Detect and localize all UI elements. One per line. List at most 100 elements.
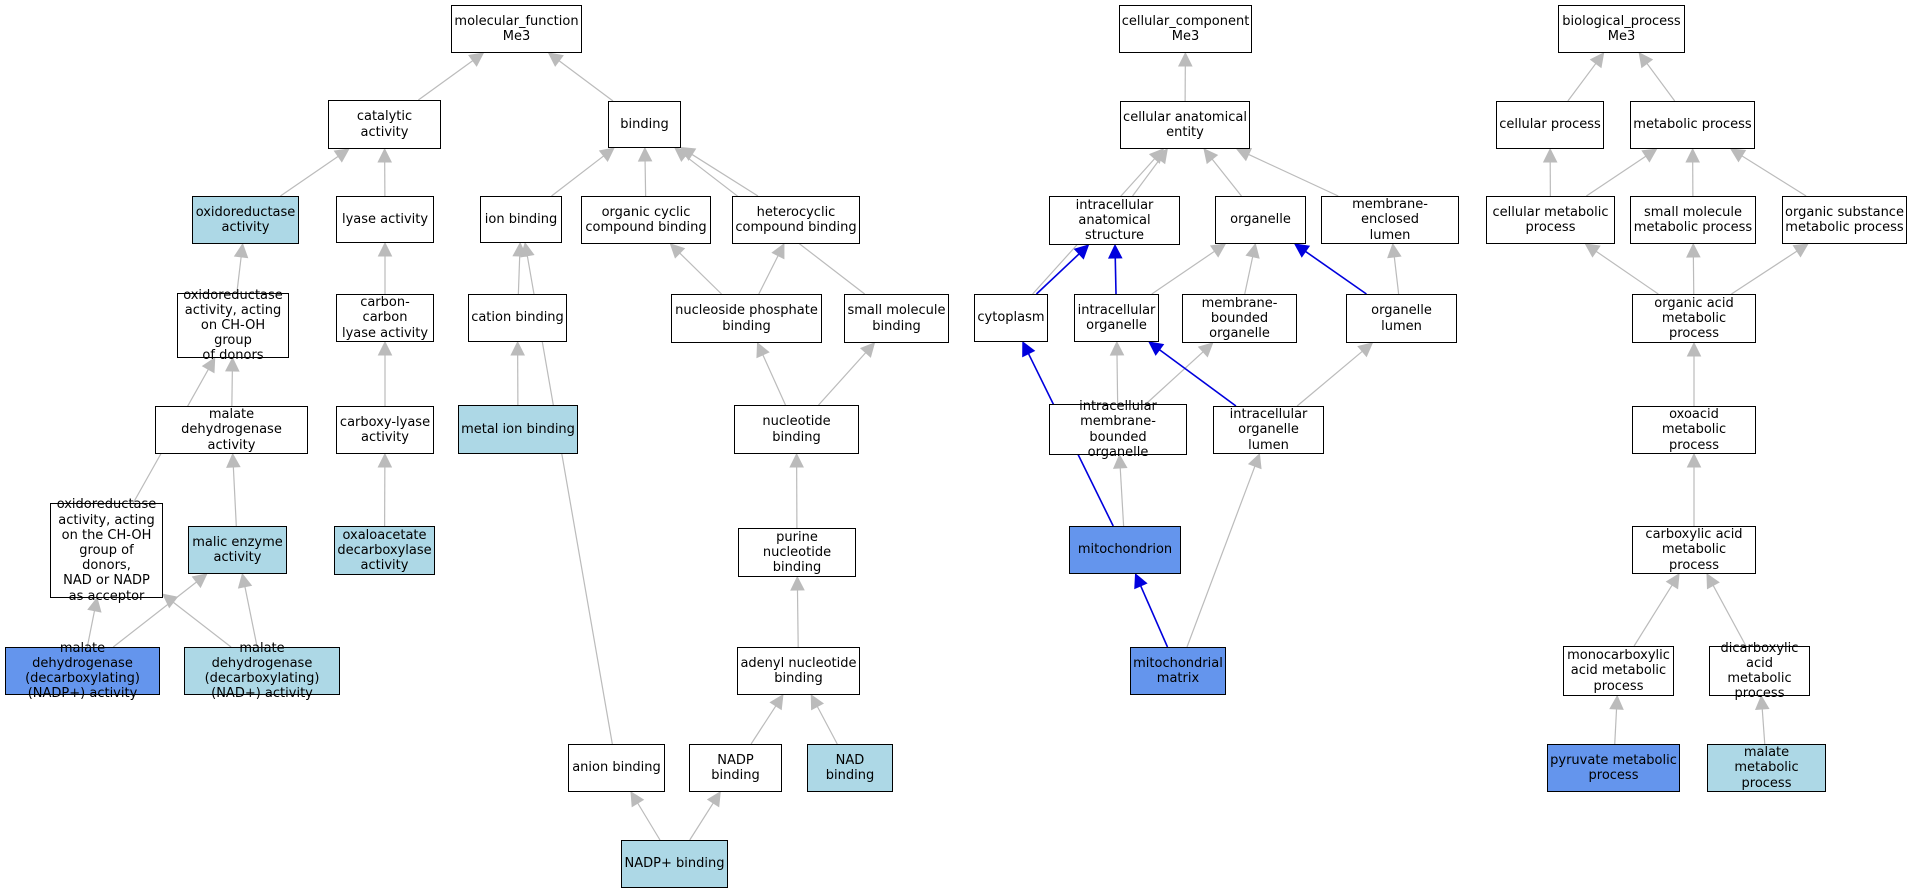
arrowhead-organelle-to-cae — [1203, 148, 1219, 165]
arrowhead-oamp-to-smmp — [1686, 242, 1701, 258]
arrowhead-nadp_binding-to-adenyl — [769, 694, 784, 711]
edge-ion_binding-to-binding — [551, 155, 605, 197]
node-small-molecule-binding: small molecule binding — [844, 294, 949, 343]
edge-nucleotide_binding-to-nucleoside_phosphate — [762, 354, 787, 406]
node-nucleoside-phosphate: nucleoside phosphate binding — [671, 294, 822, 343]
node-malate-mp: malate metabolic process — [1707, 744, 1826, 792]
arrowhead-dicarb-to-carboxylic — [1706, 573, 1720, 590]
edge-ias-to-cae — [1132, 159, 1161, 197]
arrowhead-intra_org-to-organelle — [1209, 243, 1227, 258]
edge-malic_enzyme-to-malate_dh — [232, 466, 237, 527]
arrowhead-pyruvate-to-monocarb — [1609, 694, 1624, 710]
node-intra-org: intracellular organelle — [1074, 294, 1159, 342]
edge-cmp-to-met_proc — [1586, 155, 1647, 197]
node-cc-root: cellular_component Me3 — [1119, 5, 1252, 53]
node-anion: anion binding — [568, 744, 665, 792]
node-lyase: lyase activity — [336, 196, 434, 243]
edge-malate_dh-to-ox_choh — [231, 370, 233, 407]
node-cmp: cellular metabolic process — [1486, 196, 1615, 244]
arrowhead-nucleotide_binding-to-small_molecule_binding — [859, 342, 876, 358]
node-dicarb: dicarboxylic acid metabolic process — [1709, 641, 1810, 701]
edge-md_nad-to-malic_enzyme — [244, 586, 258, 648]
node-oxidoreductase: oxidoreductase activity — [192, 196, 299, 244]
edge-binding-to-mf_root — [558, 60, 614, 102]
edge-nadp_plus-to-nadp_binding — [689, 802, 714, 841]
edge-cation_binding-to-ion_binding — [517, 255, 521, 295]
arrowhead-md_nadp-to-malic_enzyme — [191, 573, 208, 589]
arrowhead-cae-to-cc_root — [1177, 51, 1193, 67]
edge-ox_choh-to-oxidoreductase — [236, 256, 242, 294]
edge-mito_matrix-to-mito — [1139, 585, 1169, 648]
edge-oxidoreductase-to-catalytic — [280, 155, 339, 197]
edge-nadp_plus-to-anion — [637, 802, 661, 841]
node-organelle: organelle — [1215, 196, 1306, 244]
arrowhead-cell_proc-to-bp_root — [1589, 52, 1605, 69]
arrowhead-ox_nad-to-ox_choh — [201, 357, 216, 374]
edge-intra_org-to-organelle — [1151, 250, 1215, 295]
node-met-proc: metabolic process — [1630, 101, 1755, 149]
node-ion-binding: ion binding — [480, 196, 562, 243]
arrowhead-org_lumen-to-organelle — [1293, 243, 1311, 258]
arrowhead-organic_cyclic-to-binding — [637, 146, 653, 162]
edge-adenyl-to-purine — [796, 589, 799, 648]
arrowhead-metal_ion-to-cation_binding — [510, 340, 525, 356]
node-pyruvate: pyruvate metabolic process — [1547, 744, 1680, 792]
edge-iol-to-org_lumen — [1296, 350, 1363, 407]
node-cae: cellular anatomical entity — [1120, 101, 1250, 149]
node-md-nad: malate dehydrogenase (decarboxylating) (… — [184, 641, 340, 701]
node-metal-ion: metal ion binding — [458, 405, 578, 454]
arrowhead-iol-to-org_lumen — [1357, 342, 1374, 358]
edge-cytoplasm-to-ias — [1035, 253, 1080, 295]
node-adenyl: adenyl nucleotide binding — [737, 647, 860, 695]
node-iol: intracellular organelle lumen — [1213, 406, 1324, 454]
node-osmp: organic substance metabolic process — [1782, 196, 1907, 244]
edge-org_lumen-to-mel — [1393, 256, 1400, 295]
edge-malate_mp-to-dicarb — [1761, 708, 1766, 745]
node-cytoplasm: cytoplasm — [974, 294, 1048, 342]
arrowhead-cc_lyase-to-lyase — [377, 241, 393, 257]
arrowhead-md_nadp-to-ox_nad — [87, 596, 102, 613]
node-ox-choh: oxidoreductase activity, acting on CH-OH… — [177, 288, 289, 363]
node-malate-dh: malate dehydrogenase activity — [155, 406, 308, 454]
edge-imbo-to-mbo — [1145, 351, 1204, 405]
arrowhead-small_molecule_binding-to-binding — [674, 147, 691, 163]
node-oxoacid: oxoacid metabolic process — [1632, 406, 1756, 454]
arrowhead-monocarb-to-carboxylic — [1665, 573, 1680, 590]
node-ox-nad: oxidoreductase activity, acting on the C… — [50, 497, 163, 604]
edge-intra_org-to-ias — [1114, 257, 1117, 295]
edge-mel-to-cae — [1248, 153, 1339, 197]
node-mito-matrix: mitochondrial matrix — [1130, 647, 1226, 695]
arrowhead-smmp-to-met_proc — [1685, 147, 1701, 163]
arrowhead-oxoacid-to-oamp — [1686, 341, 1702, 357]
arrowhead-intra_org-to-ias — [1107, 243, 1123, 259]
edge-heterocyclic-to-binding — [691, 153, 759, 197]
node-cell-proc: cellular process — [1496, 101, 1604, 149]
node-nad-binding: NAD binding — [807, 744, 893, 792]
node-heterocyclic: heterocyclic compound binding — [732, 196, 860, 244]
arrowhead-mbo-to-organelle — [1245, 242, 1260, 259]
arrowhead-met_proc-to-bp_root — [1638, 52, 1654, 69]
node-catalytic: catalytic activity — [328, 100, 441, 149]
node-imbo: intracellular membrane-bounded organelle — [1049, 399, 1187, 460]
edge-md_nad-to-ox_nad — [172, 601, 232, 648]
arrowhead-malate_mp-to-dicarb — [1754, 694, 1770, 710]
arrowhead-nucleoside_phosphate-to-heterocyclic — [771, 243, 785, 260]
edge-organic_cyclic-to-binding — [644, 160, 647, 197]
edge-iol-to-intra_org — [1159, 349, 1237, 407]
node-carboxylic: carboxylic acid metabolic process — [1632, 526, 1756, 574]
edge-mbo-to-organelle — [1244, 256, 1254, 295]
edge-monocarb-to-carboxylic — [1633, 584, 1673, 647]
edge-dicarb-to-carboxylic — [1712, 585, 1747, 647]
arrowhead-ion_binding-to-binding — [598, 147, 615, 163]
arrowhead-carboxylic-to-oxoacid — [1686, 452, 1702, 468]
arrowhead-mito_matrix-to-mito — [1134, 572, 1148, 590]
node-nucleotide-binding: nucleotide binding — [734, 405, 859, 454]
arrowhead-oamp-to-osmp — [1792, 243, 1809, 258]
arrowhead-org_lumen-to-mel — [1387, 242, 1402, 259]
edge-met_proc-to-bp_root — [1646, 63, 1676, 102]
node-mel: membrane-enclosed lumen — [1321, 196, 1459, 244]
node-binding: binding — [608, 101, 681, 148]
edge-nucleoside_phosphate-to-heterocyclic — [758, 255, 779, 295]
